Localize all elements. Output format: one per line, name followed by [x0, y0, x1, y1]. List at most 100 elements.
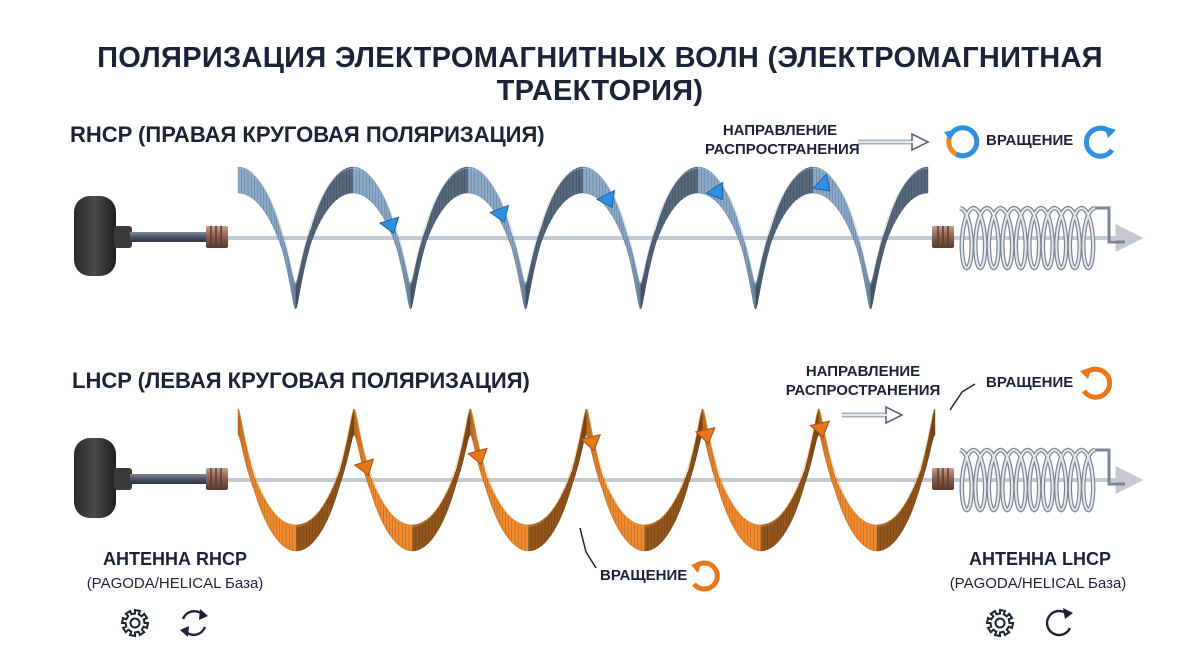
rhcp-ribbon-segment: [701, 167, 705, 195]
rhcp-ribbon-segment: [551, 193, 555, 220]
rhcp-ribbon-segment: [740, 230, 743, 252]
rhcp-direction-arrow: [858, 132, 930, 152]
lhcp-ribbon-segment: [499, 502, 503, 531]
lhcp-ribbon-segment: [873, 524, 878, 552]
antenna-rhcp-rotate-arrows-icon: [180, 609, 208, 637]
lhcp-ribbon-segment: [734, 507, 739, 535]
gear-hub: [994, 617, 1006, 629]
rhcp-ribbon-segment: [436, 193, 440, 220]
rhcp-ribbon-segment: [237, 166, 242, 194]
lhcp-ribbon-segment: [737, 511, 742, 539]
rhcp-ribbon-segment: [809, 166, 814, 194]
rhcp-ribbon-segment: [471, 167, 475, 195]
lhcp-ribbon-segment: [685, 472, 688, 494]
rhcp-section-label: RHCP (ПРАВАЯ КРУГОВАЯ ПОЛЯРИЗАЦИЯ): [70, 122, 545, 147]
lhcp-ribbon-segment: [860, 517, 864, 546]
rhcp-ribbon-segment: [451, 172, 455, 201]
rhcp-ribbon-segment: [423, 230, 426, 252]
lhcp-ribbon-segment: [252, 472, 256, 494]
lhcp-ribbon-segment: [425, 517, 430, 546]
lhcp-ribbon-segment: [869, 523, 874, 551]
lhcp-ribbon-segment: [453, 472, 456, 494]
rhcp-ribbon-segment: [924, 166, 929, 194]
lhcp-ribbon-segment: [618, 507, 622, 535]
lhcp-ribbon-segment: [773, 517, 778, 546]
rhcp-ribbon-segment: [336, 172, 340, 201]
lhcp-ribbon-segment: [651, 521, 655, 550]
rhcp-rotation-icon-blue: [1083, 125, 1116, 159]
lhcp-ribbon-segment: [610, 493, 614, 519]
rhcp-ribbon-segment: [653, 230, 656, 252]
lhcp-ribbon-segment: [267, 502, 271, 531]
lhcp-ribbon-segment: [377, 493, 381, 519]
lhcp-ribbon-segment: [837, 483, 841, 507]
rhcp-ribbon-segment: [883, 230, 886, 252]
rhcp-ribbon-segment: [806, 167, 810, 195]
lhcp-ribbon-segment: [657, 517, 662, 546]
rhcp-ribbon-segment: [776, 205, 780, 230]
rhcp-ribbon-segment: [266, 193, 270, 220]
lhcp-ribbon-segment: [483, 466, 486, 488]
rhcp-rotation-arrow: [595, 189, 616, 209]
rhcp-ribbon-segment: [356, 167, 360, 195]
lhcp-ribbon-segment: [389, 511, 393, 539]
rhcp-ribbon-segment: [614, 198, 618, 225]
lhcp-ribbon-segment: [866, 522, 871, 550]
lhcp-direction-label: НАПРАВЛЕНИЕ РАСПРОСТРАНЕНИЯ: [785, 362, 941, 400]
lhcp-ribbon-segment: [514, 520, 519, 549]
rhcp-ribbon-segment: [310, 224, 313, 246]
rhcp-ribbon-segment: [448, 175, 452, 204]
rhcp-ribbon-segment: [333, 175, 337, 204]
lhcp-ribbon-segment: [386, 507, 390, 535]
rhcp-ribbon-segment: [921, 167, 925, 195]
lhcp-ribbon-segment: [845, 498, 849, 525]
lhcp-ribbon-segment: [383, 502, 387, 531]
lhcp-mid-rotation-leader: [579, 527, 597, 569]
rhcp-ribbon-segment: [576, 167, 580, 195]
rhcp-direction-label: НАПРАВЛЕНИЕ РАСПРОСТРАНЕНИЯ: [705, 121, 860, 159]
rhcp-ribbon-segment: [914, 169, 919, 198]
antenna-rhcp-subtitle: (PAGODA/HELICAL База): [86, 575, 264, 592]
lhcp-ribbon-segment: [750, 522, 755, 550]
rhcp-ribbon-segment: [278, 224, 281, 246]
lhcp-ribbon-segment: [876, 524, 881, 552]
rhcp-rotation-arrow: [705, 181, 724, 201]
rhcp-ribbon-segment: [362, 169, 367, 199]
lhcp-ribbon-segment: [760, 524, 765, 552]
lhcp-ribbon-segment: [405, 523, 410, 551]
rhcp-ribbon-segment: [346, 167, 350, 195]
rhcp-ribbon-segment: [477, 169, 482, 199]
rhcp-ribbon-segment: [729, 198, 733, 225]
rhcp-ribbon-segment: [324, 187, 328, 216]
lhcp-direction-line1: НАПРАВЛЕНИЕ: [805, 363, 921, 380]
rhcp-ribbon-segment: [271, 204, 275, 230]
lhcp-ribbon-segment: [801, 472, 804, 494]
rhcp-ribbon-segment: [589, 168, 594, 197]
rhcp-ribbon-segment: [510, 230, 513, 252]
rhcp-ribbon-segment: [330, 179, 334, 207]
rhcp-ribbon-segment: [349, 166, 354, 194]
lhcp-ribbon-segment: [890, 517, 894, 546]
lhcp-ribbon-segment: [717, 472, 720, 494]
lhcp-ribbon-segment: [538, 519, 543, 549]
rhcp-ribbon-segment: [251, 172, 255, 201]
rhcp-ribbon-segment: [787, 183, 791, 211]
rhcp-ribbon-segment: [572, 168, 577, 196]
lhcp-ribbon-segment: [489, 483, 493, 507]
lhcp-ribbon-segment: [369, 472, 372, 494]
lhcp-rotation-arrow: [353, 458, 375, 477]
rhcp-ribbon-segment: [853, 224, 856, 246]
rhcp-ribbon-segment: [902, 183, 906, 211]
lhcp-rotation-arrow: [580, 433, 602, 452]
rhcp-rotation-arrow: [489, 204, 510, 223]
lhcp-ribbon-segment: [259, 488, 263, 513]
lhcp-ribbon-segment: [853, 511, 858, 539]
lhcp-ribbon-segment: [842, 493, 846, 519]
rhcp-ribbon-segment: [855, 230, 858, 252]
rhcp-ribbon-segment: [280, 230, 283, 252]
rhcp-direction-line1: НАПРАВЛЕНИЕ: [722, 122, 838, 139]
antenna-lhcp-gear-icon: [985, 608, 1015, 638]
rhcp-ribbon-segment: [687, 168, 692, 196]
rhcp-ribbon-segment: [316, 205, 320, 230]
rhcp-ribbon-segment: [799, 169, 804, 198]
